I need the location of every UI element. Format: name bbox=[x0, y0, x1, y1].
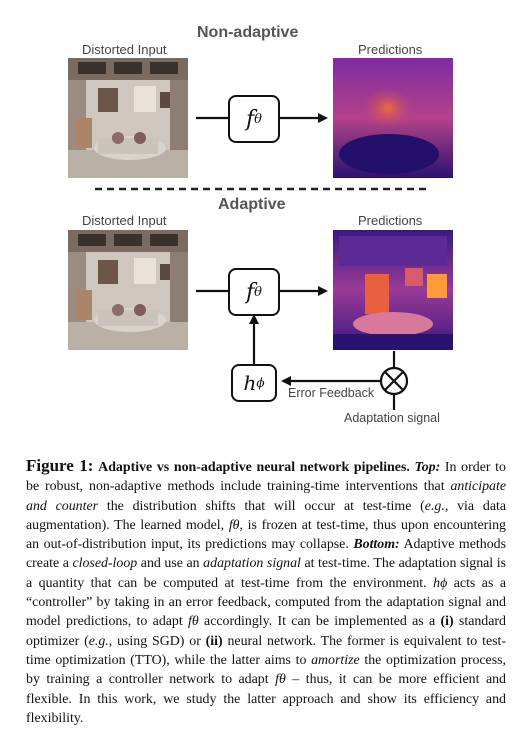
caption-emphasis: anticipate and counter bbox=[26, 479, 506, 514]
f-symbol: f bbox=[246, 279, 255, 305]
caption-text: neural network. The former is equivalent… bbox=[26, 633, 507, 668]
caption-emphasis: closed-loop bbox=[72, 556, 138, 572]
math-h-phi: hϕ bbox=[433, 575, 448, 591]
distorted-input-image-bottom bbox=[68, 230, 188, 350]
caption-text: at test-time. The adaptation signal is a… bbox=[26, 556, 506, 591]
pred-label-top: Predictions bbox=[358, 42, 423, 57]
top-label: Top: bbox=[414, 460, 441, 475]
figure-diagram: Non-adaptive Distorted Input Predictions… bbox=[68, 24, 453, 425]
caption-text: the distribution shifts that will occur … bbox=[98, 498, 425, 514]
caption-bold: (ii) bbox=[205, 633, 223, 649]
caption-title: Adaptive vs non-adaptive neural network … bbox=[98, 460, 410, 475]
caption-emphasis: adaptation signal bbox=[203, 556, 301, 572]
bottom-label: Bottom: bbox=[353, 537, 400, 553]
pred-label-bottom: Predictions bbox=[358, 213, 423, 228]
caption-text: , via data augmentation). The learned mo… bbox=[26, 498, 507, 533]
caption-text: In order to be robust, non-adaptive meth… bbox=[26, 460, 506, 495]
top-heading: Non-adaptive bbox=[197, 24, 299, 41]
caption-text: Adaptive methods create a bbox=[26, 537, 506, 572]
adaptation-signal-label: Adaptation signal bbox=[344, 411, 440, 425]
caption-text: , is frozen at test-time, thus upon enco… bbox=[26, 517, 506, 553]
theta-subscript: θ bbox=[254, 284, 262, 300]
figure-label: Figure 1: bbox=[26, 456, 94, 475]
caption-bold: (i) bbox=[440, 614, 454, 630]
math-f-theta: fθ bbox=[275, 672, 286, 688]
caption-text: , using SGD) or bbox=[108, 633, 206, 649]
caption-text: standard optimizer ( bbox=[26, 614, 506, 649]
diagram-connectors bbox=[95, 113, 430, 410]
caption-text: acts as a “controller” by taking in an e… bbox=[26, 575, 507, 630]
prediction-image-top bbox=[333, 58, 453, 178]
caption-emphasis: e.g. bbox=[424, 498, 445, 514]
theta-subscript: θ bbox=[254, 111, 262, 127]
caption-emphasis: amortize bbox=[311, 652, 360, 668]
bottom-heading: Adaptive bbox=[218, 196, 286, 213]
caption-text: the optimization process, by training a … bbox=[26, 652, 507, 688]
input-label-bottom: Distorted Input bbox=[82, 213, 167, 228]
math-f-theta: fθ bbox=[228, 517, 240, 533]
f-symbol: f bbox=[246, 106, 255, 132]
caption-emphasis: e.g. bbox=[88, 633, 109, 649]
caption-text: accordingly. It can be implemented as a bbox=[198, 614, 441, 630]
distorted-input-image-top bbox=[68, 58, 188, 178]
figure-caption: Figure 1: Adaptive vs non-adaptive neura… bbox=[26, 456, 506, 728]
prediction-image-bottom bbox=[333, 230, 453, 350]
math-f-theta: fθ bbox=[188, 614, 199, 630]
input-label-top: Distorted Input bbox=[82, 42, 167, 57]
error-feedback-label: Error Feedback bbox=[288, 386, 375, 400]
h-symbol: h bbox=[243, 371, 257, 395]
caption-text: and use an bbox=[137, 556, 204, 572]
caption-text: – thus, it can be more efficient and fle… bbox=[26, 672, 506, 726]
multiplier-node bbox=[379, 366, 409, 396]
phi-subscript: ϕ bbox=[256, 376, 265, 390]
